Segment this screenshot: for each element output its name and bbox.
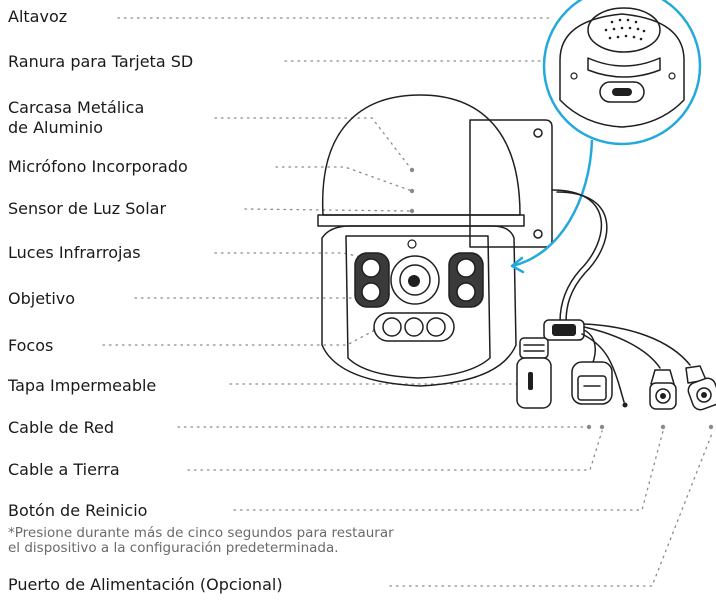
label-ir-lights: Luces Infrarrojas bbox=[8, 243, 141, 262]
leader-microphone bbox=[275, 166, 413, 192]
label-housing-line2: de Aluminio bbox=[8, 118, 104, 137]
label-reset-button: Botón de Reinicio bbox=[8, 501, 148, 520]
leader-housing bbox=[214, 117, 413, 171]
label-network-cable: Cable de Red bbox=[8, 418, 114, 437]
camera-head bbox=[321, 225, 517, 387]
reset-note-line1: *Presione durante más de cinco segundos … bbox=[8, 525, 394, 541]
label-light-sensor: Sensor de Luz Solar bbox=[8, 199, 167, 218]
mounting-base bbox=[469, 119, 553, 248]
callout-detail bbox=[510, 0, 702, 274]
waterproof-cap bbox=[516, 337, 552, 409]
network-connector bbox=[571, 361, 613, 405]
leader-light-sensor bbox=[244, 208, 413, 212]
leader-spotlights bbox=[102, 329, 376, 346]
reset-connector bbox=[649, 369, 677, 410]
label-speaker: Altavoz bbox=[8, 7, 68, 26]
label-waterproof-cap: Tapa Impermeable bbox=[8, 376, 157, 395]
reset-note-line2: el dispositivo a la configuración predet… bbox=[8, 540, 339, 556]
leader-reset-button bbox=[233, 430, 664, 511]
leader-ir-lights bbox=[214, 252, 367, 259]
dome-housing bbox=[317, 94, 525, 227]
cables bbox=[543, 189, 691, 389]
ground-cable bbox=[619, 387, 628, 408]
label-microphone: Micrófono Incorporado bbox=[8, 157, 188, 176]
leader-power-port bbox=[389, 430, 714, 587]
label-housing-line1: Carcasa Metálica bbox=[8, 98, 145, 117]
power-connector bbox=[685, 365, 716, 411]
label-lens: Objetivo bbox=[8, 289, 76, 308]
leader-ground-cable bbox=[187, 430, 603, 471]
label-power-port: Puerto de Alimentación (Opcional) bbox=[8, 575, 283, 594]
label-ground-cable: Cable a Tierra bbox=[8, 460, 120, 479]
label-sd-slot: Ranura para Tarjeta SD bbox=[8, 52, 194, 71]
label-spotlights: Focos bbox=[8, 336, 54, 355]
